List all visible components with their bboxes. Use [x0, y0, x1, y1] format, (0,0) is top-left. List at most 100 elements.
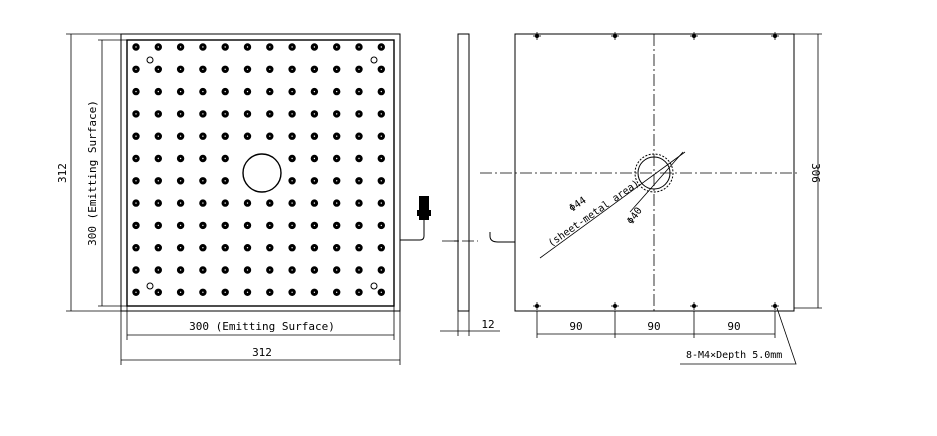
led-hole: [199, 65, 207, 74]
sheet-metal-label: Φ44: [567, 195, 588, 214]
led-hole: [355, 154, 363, 163]
led-hole: [377, 244, 385, 252]
led-hole: [154, 154, 163, 163]
center-hole-leader: [629, 151, 684, 213]
led-hole: [355, 266, 363, 274]
led-hole: [310, 199, 319, 207]
led-hole: [199, 288, 207, 296]
screw-hole-marker: [611, 32, 619, 40]
spacing-label-1: 90: [569, 320, 582, 333]
led-hole: [333, 154, 341, 163]
led-hole: [288, 266, 296, 274]
led-hole: [199, 154, 207, 163]
center-lens: [242, 153, 282, 193]
led-hole: [355, 87, 363, 96]
led-hole: [154, 132, 163, 140]
led-hole: [199, 199, 207, 207]
led-hole: [243, 199, 252, 207]
led-hole: [266, 110, 274, 118]
led-hole: [176, 199, 185, 207]
led-hole: [333, 132, 341, 140]
connector-body: [419, 196, 429, 220]
led-hole: [288, 43, 296, 51]
led-hole: [221, 132, 229, 140]
thickness-label: 12: [481, 318, 494, 331]
screw-hole-marker: [533, 32, 541, 40]
led-hole: [377, 154, 385, 163]
led-hole: [333, 87, 341, 96]
led-hole: [199, 221, 207, 230]
led-hole: [199, 132, 207, 140]
led-hole: [333, 43, 341, 51]
led-hole: [288, 65, 296, 74]
front-emitting-surface: [126, 39, 395, 307]
emitting-height-label: 300 (Emitting Surface): [86, 100, 99, 246]
led-hole: [132, 177, 140, 185]
led-hole: [221, 65, 229, 74]
spacing-label-3: 90: [727, 320, 740, 333]
led-hole: [288, 244, 296, 252]
led-hole: [288, 221, 296, 230]
led-hole: [243, 43, 252, 51]
led-hole: [154, 87, 163, 96]
led-hole: [243, 288, 252, 296]
led-hole: [355, 132, 363, 140]
led-hole: [176, 132, 185, 140]
cable: [400, 226, 425, 241]
screw-leader: [680, 307, 797, 365]
led-hole: [310, 221, 319, 230]
led-hole: [333, 199, 341, 207]
led-hole: [355, 199, 363, 207]
led-hole: [243, 266, 252, 274]
led-hole: [132, 87, 140, 96]
led-hole: [288, 288, 296, 296]
led-hole: [199, 244, 207, 252]
side-profile: [457, 33, 470, 312]
screw-hole-marker: [771, 302, 779, 310]
back-cable-hook: [489, 232, 515, 243]
led-hole: [243, 132, 252, 140]
led-hole: [310, 87, 319, 96]
led-hole: [377, 87, 385, 96]
front-view: 312 300 (Emitting Surface) 300 (Emitting…: [56, 33, 431, 365]
led-hole: [333, 221, 341, 230]
led-hole: [199, 177, 207, 185]
led-hole: [154, 110, 163, 118]
led-hole: [355, 65, 363, 74]
led-hole: [221, 154, 229, 163]
led-hole: [355, 177, 363, 185]
led-hole: [154, 177, 163, 185]
corner-mount-hole: [370, 282, 378, 290]
led-hole: [199, 266, 207, 274]
led-hole: [176, 288, 185, 296]
led-hole: [377, 266, 385, 274]
led-hole: [266, 244, 274, 252]
led-hole: [221, 244, 229, 252]
sheet-metal-leader: [539, 151, 686, 259]
led-hole: [154, 65, 163, 74]
led-hole: [310, 266, 319, 274]
led-hole: [132, 199, 140, 207]
led-hole: [288, 177, 296, 185]
led-hole: [377, 221, 385, 230]
led-hole: [221, 43, 229, 51]
led-hole: [288, 132, 296, 140]
led-hole: [377, 110, 385, 118]
led-hole: [243, 87, 252, 96]
led-hole: [132, 244, 140, 252]
led-hole: [176, 87, 185, 96]
led-hole: [176, 221, 185, 230]
led-hole: [176, 154, 185, 163]
led-hole: [176, 65, 185, 74]
connector-nut: [417, 210, 431, 216]
sheet-metal-sub-label: (sheet-metal area): [546, 178, 641, 249]
led-hole: [154, 199, 163, 207]
led-hole: [132, 43, 140, 51]
led-hole: [377, 43, 385, 51]
led-hole: [355, 43, 363, 51]
back-height-label: 306: [809, 163, 822, 183]
led-hole: [132, 154, 140, 163]
led-hole: [154, 266, 163, 274]
spacing-label-2: 90: [647, 320, 660, 333]
